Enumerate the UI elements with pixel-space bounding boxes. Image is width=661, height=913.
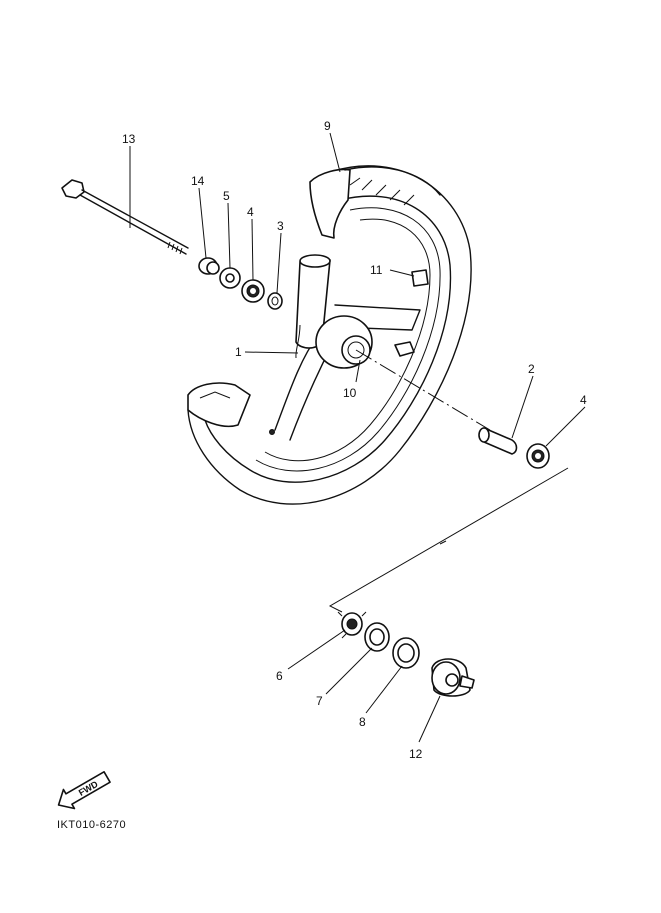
label-collar: 14 [191,174,205,188]
gear-unit-part [431,658,475,697]
collar-part [198,257,220,275]
label-axle: 13 [122,132,136,146]
fwd-arrow-icon: FWD [57,771,111,810]
bearing-part-right [526,443,550,469]
label-spacer-collar: 2 [528,362,535,376]
retainer-part [337,611,367,639]
wheel-part [187,165,472,505]
bearing-part-left [241,279,265,303]
seal-part [219,267,241,289]
label-retainer: 6 [276,669,283,683]
label-bearing-left: 4 [247,205,254,219]
label-wheel: 1 [235,345,242,359]
spacer-collar-part [478,427,518,455]
label-spacer: 3 [277,219,284,233]
spacer-part [267,292,283,310]
label-gear-unit: 12 [409,747,423,761]
label-tire: 9 [324,119,331,133]
axle-part [61,179,189,255]
label-hub-bearing: 10 [343,386,357,400]
axle-centerline [328,349,569,613]
label-oil-seal: 7 [316,694,323,708]
label-seal: 5 [223,189,230,203]
label-bearing-ring: 8 [359,715,366,729]
figure-code: IKT010-6270 [57,819,126,831]
oil-seal-part [364,622,390,652]
bearing-ring-part [392,637,420,669]
part-labels: 13 14 5 4 3 9 11 1 10 2 4 6 7 8 12 [122,119,587,761]
leader-lines [129,132,586,743]
label-valve: 11 [370,263,383,277]
label-bearing-right: 4 [580,393,587,407]
